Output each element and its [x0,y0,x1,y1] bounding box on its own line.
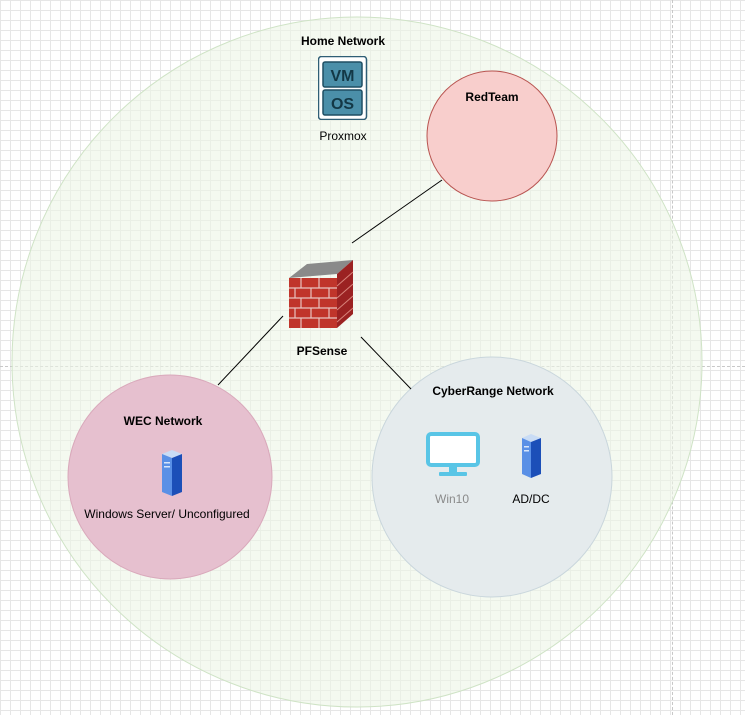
addc-label: AD/DC [512,492,550,506]
cyberrange-network-label: CyberRange Network [432,384,554,398]
windows-server-label: Windows Server/ Unconfigured [84,507,250,521]
os-icon-text: OS [331,96,354,113]
pfsense-label: PFSense [296,344,348,358]
redteam-node[interactable] [426,70,558,202]
vm-os-icon[interactable]: VM OS [317,55,368,121]
link-pfsense-wec[interactable] [217,315,284,386]
proxmox-label: Proxmox [319,129,367,143]
server-tower-icon[interactable] [156,450,184,498]
redteam-label: RedTeam [465,90,519,104]
home-network-zone[interactable] [11,16,703,708]
addc-server-icon[interactable] [517,434,543,480]
wec-network-label: WEC Network [123,414,203,428]
cyberrange-network-zone[interactable] [371,356,613,598]
vm-icon-text: VM [331,68,355,85]
firewall-brick-wall-icon[interactable] [287,256,355,332]
win10-label: Win10 [434,492,470,506]
home-network-label: Home Network [300,34,386,48]
monitor-icon[interactable] [426,432,480,478]
link-pfsense-redteam[interactable] [351,179,443,244]
link-pfsense-cyberrange[interactable] [360,336,412,390]
